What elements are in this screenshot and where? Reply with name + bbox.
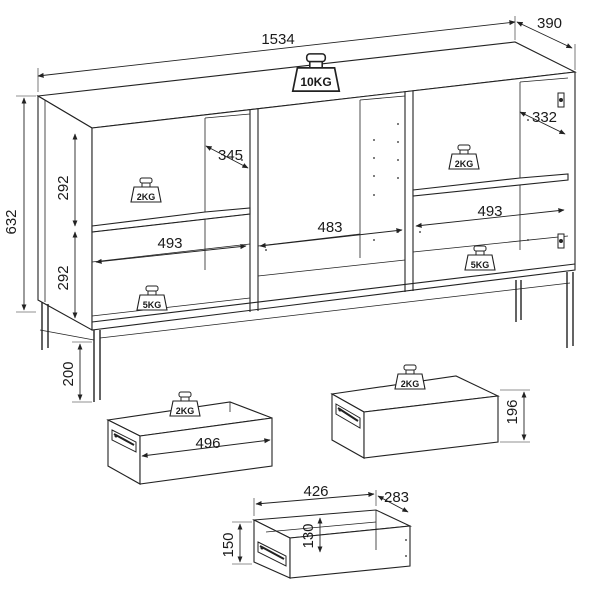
drawer-1-width-label: 496 [195,435,220,452]
dim-height: 632 [3,95,36,313]
drawer-3: 426 283 150 130 [220,483,413,579]
side-shelf-depth-label: 345 [218,147,243,164]
drawer-3-height-label: 150 [220,532,237,557]
shelf-height-lower-label: 292 [55,265,72,290]
hinge-right-upper [557,92,565,108]
dim-middle-width: 483 [259,219,403,248]
drawer-1: 496 2KG [106,391,273,485]
drawer-1-slide-rail [111,429,137,453]
drawer-3-depth-label: 283 [384,489,409,506]
hinge-right-lower [557,233,565,249]
dim-shelf-upper: 292 [55,133,78,227]
front-face [91,71,576,331]
dim-right-depth: 332 [519,109,566,135]
drawer-3-inner-height-label: 130 [300,523,317,548]
dim-leg-height: 200 [60,341,92,403]
sideboard-body [36,41,577,331]
dim-left-width: 493 [95,235,247,264]
shelf-right [412,173,569,197]
weight-drawer-2-label: 2KG [401,379,420,389]
width-label: 1534 [261,31,294,48]
left-side-panel [37,95,93,331]
weight-drawer-1-label: 2KG [176,406,195,416]
height-label: 632 [3,209,20,234]
middle-width-label: 483 [317,219,342,236]
weight-left-lower-label: 5KG [143,300,162,310]
right-shelf-width-label: 493 [477,203,502,220]
legs [39,272,574,402]
shelf-height-upper-label: 292 [55,175,72,200]
drawer-2-slide-rail [335,403,361,429]
drawer-2-front [363,395,499,459]
depth-label: 390 [537,15,562,32]
weight-left-upper-label: 2KG [137,192,156,202]
leg-height-label: 200 [60,361,77,386]
dim-depth: 390 [516,15,576,70]
dim-right-width: 493 [415,203,565,228]
right-shelf-depth-label: 332 [532,109,557,126]
drawer-3-width-label: 426 [303,483,328,500]
dim-side-depth: 345 [205,145,249,169]
shelf-left [91,207,251,233]
weight-right-lower-label: 5KG [471,260,490,270]
dim-width: 1534 [37,16,516,92]
weight-top-label: 10KG [300,75,331,89]
left-shelf-width-label: 493 [157,235,182,252]
drawer-2-height-label: 196 [504,399,521,424]
drawer-3-slide-rail [257,541,287,567]
drawer-2: 196 2KG [330,364,530,459]
weight-right-upper-label: 2KG [455,159,474,169]
dim-shelf-lower: 292 [55,231,78,319]
